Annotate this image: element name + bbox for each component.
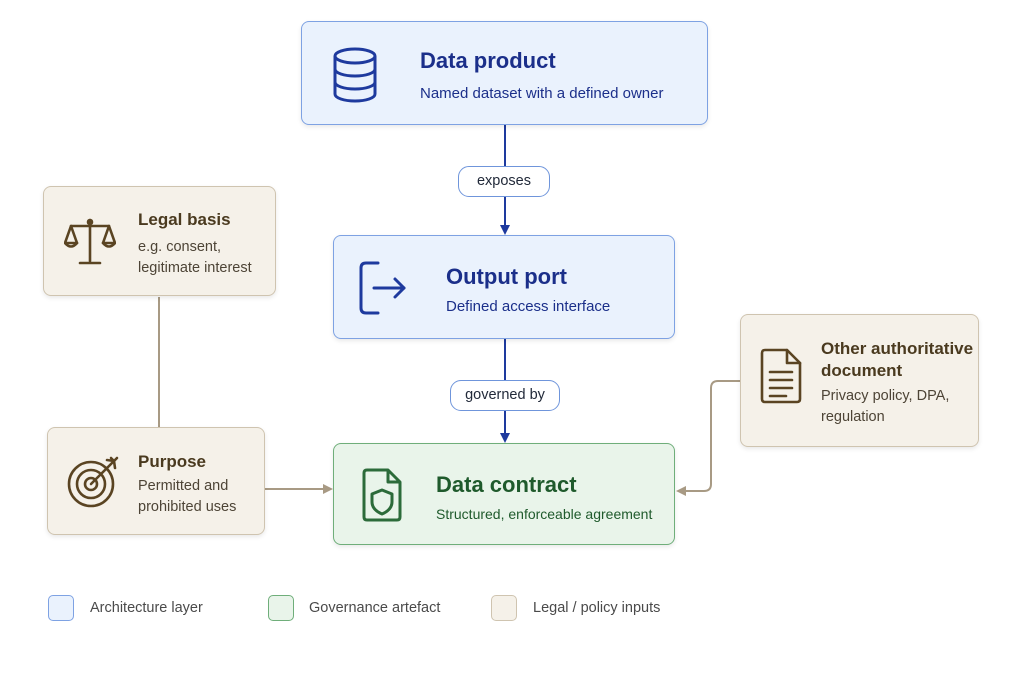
other-document-title-line1: Other authoritative: [821, 339, 974, 358]
exit-arrow-icon: [359, 261, 406, 315]
purpose-subtitle-line2: prohibited uses: [138, 499, 237, 515]
purpose-title: Purpose: [138, 452, 207, 471]
output-port-node[interactable]: Output port Defined access interface: [333, 235, 675, 339]
legal-basis-subtitle-line1: e.g. consent,: [138, 239, 222, 255]
legal-basis-title: Legal basis: [138, 210, 231, 229]
legend-label-governance: Governance artefact: [309, 600, 441, 616]
target-icon: [67, 456, 119, 508]
other-document-node[interactable]: Other authoritative document Privacy pol…: [740, 314, 979, 447]
document-icon: [760, 348, 802, 404]
output-port-title: Output port: [446, 264, 567, 289]
legend-swatch-governance: [268, 595, 294, 621]
data-product-node[interactable]: Data product Named dataset with a define…: [301, 21, 708, 125]
legend-swatch-legal: [491, 595, 517, 621]
edge-label-governed-by: governed by: [450, 380, 560, 411]
edge-label-exposes: exposes: [458, 166, 550, 197]
output-port-subtitle: Defined access interface: [446, 298, 611, 315]
data-product-subtitle: Named dataset with a defined owner: [420, 85, 664, 102]
purpose-subtitle-line1: Permitted and: [138, 478, 229, 494]
legend-label-legal: Legal / policy inputs: [533, 600, 661, 616]
database-icon: [333, 47, 377, 103]
legend-swatch-architecture: [48, 595, 74, 621]
other-document-subtitle-line1: Privacy policy, DPA,: [821, 388, 950, 404]
shield-document-icon: [362, 468, 402, 522]
data-product-title: Data product: [420, 48, 556, 73]
legal-basis-subtitle-line2: legitimate interest: [138, 260, 252, 276]
purpose-node[interactable]: Purpose Permitted and prohibited uses: [47, 427, 265, 535]
data-contract-node[interactable]: Data contract Structured, enforceable ag…: [333, 443, 675, 545]
other-document-title-line2: document: [821, 361, 903, 380]
data-contract-subtitle: Structured, enforceable agreement: [436, 506, 653, 522]
legal-basis-node[interactable]: Legal basis e.g. consent, legitimate int…: [43, 186, 276, 296]
legend-label-architecture: Architecture layer: [90, 600, 203, 616]
edge-doc-to-contract: [676, 380, 740, 496]
scales-icon: [64, 218, 116, 265]
other-document-subtitle-line2: regulation: [821, 409, 885, 425]
data-contract-title: Data contract: [436, 472, 577, 497]
